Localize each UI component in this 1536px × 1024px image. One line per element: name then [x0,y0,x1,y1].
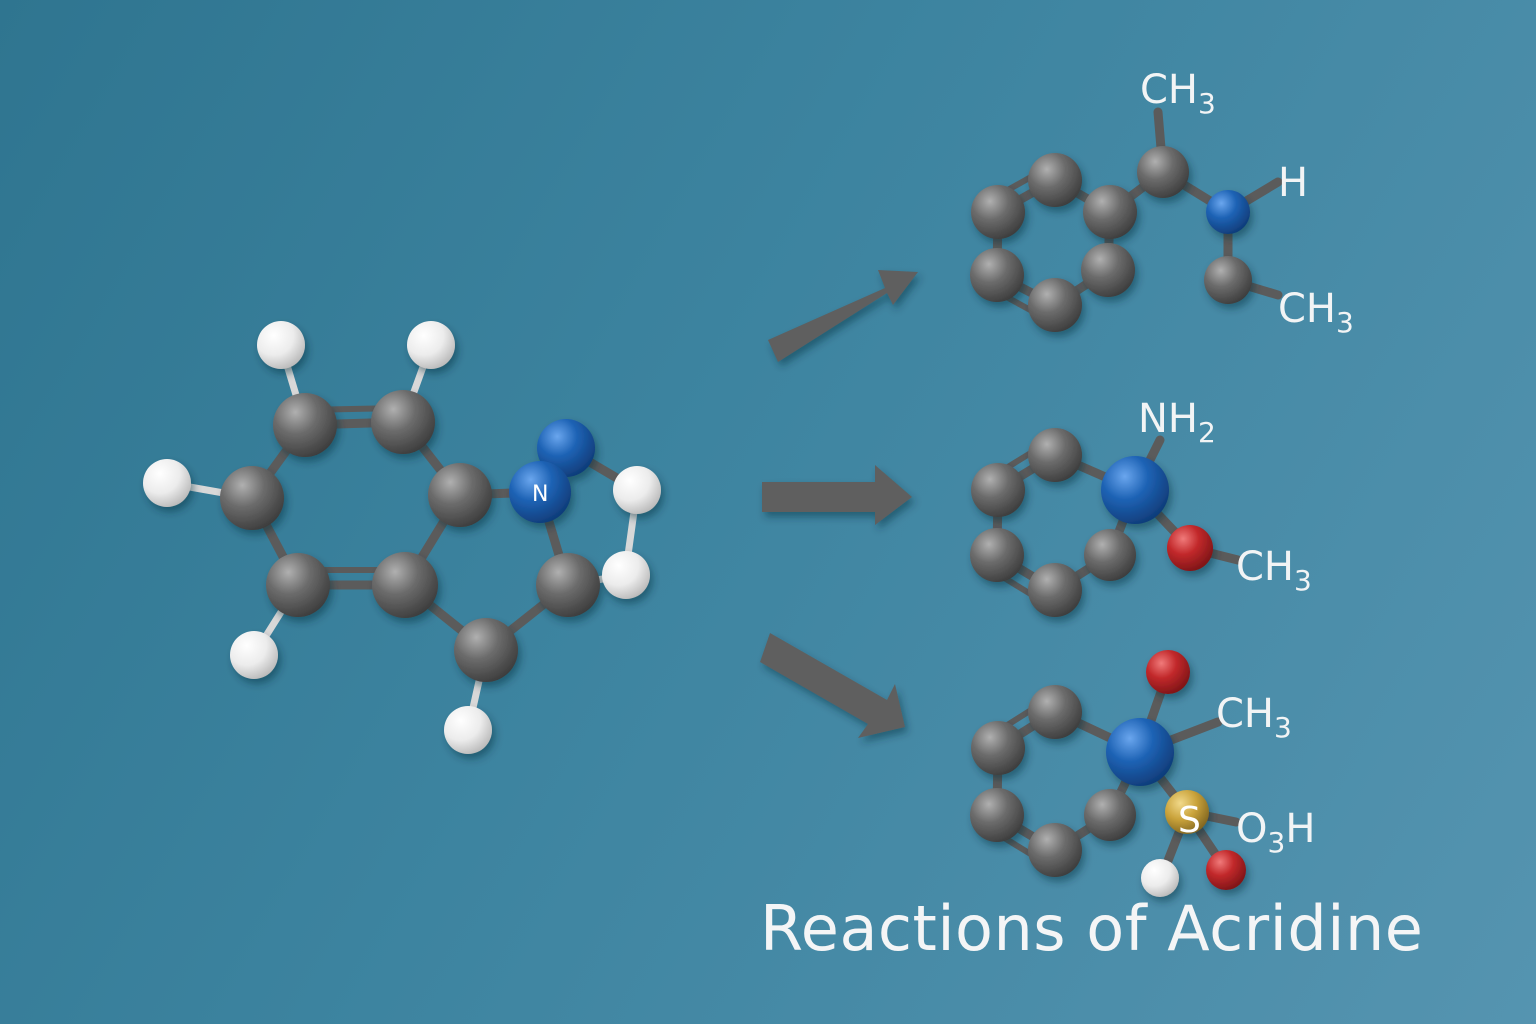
carbon-atom [971,463,1025,517]
carbon-atom [372,552,438,618]
arrow-down-right [760,633,905,738]
reactant-atoms [143,321,661,754]
product-3-sulfur-letter: S [1178,800,1201,841]
diagram-title: Reactions of Acridine [760,892,1424,965]
hydrogen-atom [602,551,650,599]
carbon-atom [1028,563,1082,617]
product-2-group-nh2: NH2 [1138,396,1216,449]
carbon-atom [1081,243,1135,297]
carbon-atom [1028,278,1082,332]
carbon-atom [1204,256,1252,304]
carbon-atom [1028,823,1082,877]
product-2: NH2 CH3 [970,396,1312,617]
oxygen-atom [1206,850,1246,890]
hydrogen-atom [143,459,191,507]
carbon-atom [454,618,518,682]
nitrogen-atom [509,461,571,523]
hydrogen-atom [407,321,455,369]
carbon-atom [536,553,600,617]
product-1-group-ch3-right: CH3 [1278,286,1354,339]
reaction-arrows [760,270,918,738]
arrow-right [762,465,912,525]
carbon-atom [1028,153,1082,207]
carbon-atom [1083,185,1137,239]
nitrogen-atom [537,419,595,477]
hydrogen-atom [230,631,278,679]
product-3-group-o3h: O3H [1236,806,1315,859]
reactant-nitrogen-letter: N [532,482,548,507]
product-3-group-ch3: CH3 [1216,691,1292,744]
oxygen-atom [1167,525,1213,571]
carbon-atom [1084,529,1136,581]
product-1: CH3 H CH3 [970,67,1354,339]
carbon-atom [371,390,435,454]
product-2-group-ch3: CH3 [1236,544,1312,597]
carbon-atom [1028,685,1082,739]
oxygen-atom [1146,650,1190,694]
sulfur-atom [1165,790,1209,834]
arrow-up-right [768,270,918,362]
carbon-atom [220,466,284,530]
carbon-atom [273,393,337,457]
carbon-atom [266,553,330,617]
carbon-atom [971,185,1025,239]
carbon-atom [1028,428,1082,482]
carbon-atom [1084,789,1136,841]
hydrogen-atom [1141,859,1179,897]
hydrogen-atom [257,321,305,369]
product-3: S CH3 O3H [970,650,1315,897]
hydrogen-atom [444,706,492,754]
nitrogen-atom [1106,718,1174,786]
carbon-atom [1137,146,1189,198]
nitrogen-atom [1206,190,1250,234]
carbon-atom [970,248,1024,302]
hydrogen-atom [613,466,661,514]
carbon-atom [428,463,492,527]
carbon-atom [971,721,1025,775]
product-1-group-ch3-top: CH3 [1140,67,1216,120]
carbon-atom [970,528,1024,582]
product-1-group-h: H [1278,160,1308,206]
carbon-atom [970,788,1024,842]
reactant-molecule: N [143,321,661,754]
nitrogen-atom [1101,456,1169,524]
